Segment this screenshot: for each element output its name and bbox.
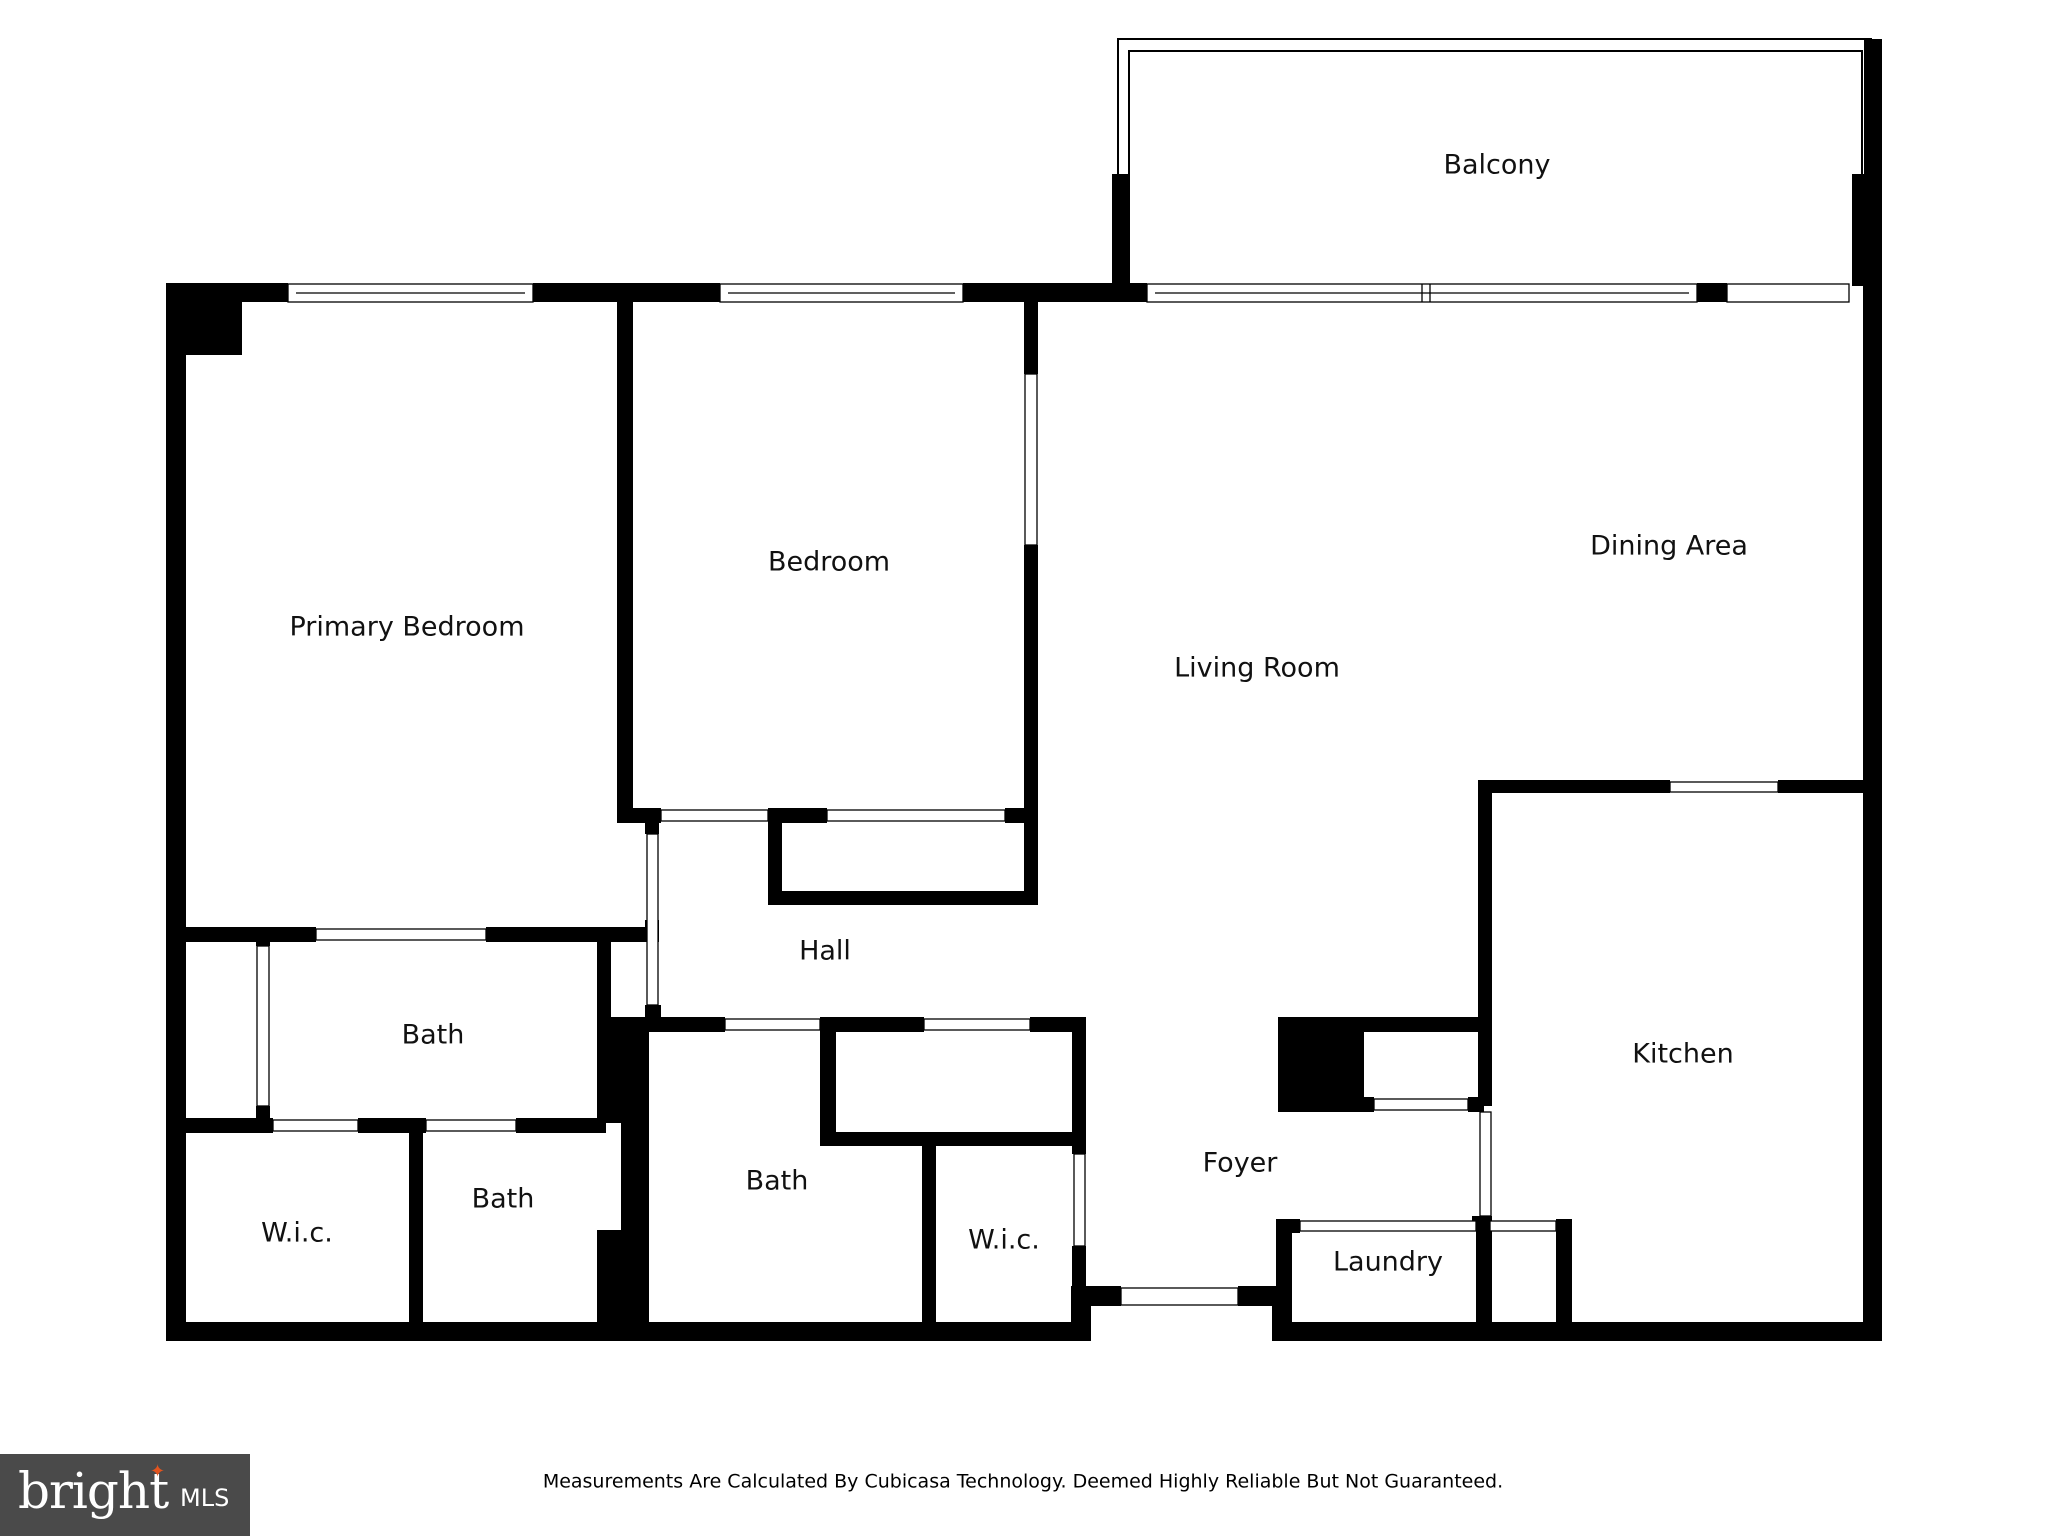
room-label-bath-small: Bath [472,1184,535,1215]
room-label-bath-primary: Bath [402,1020,465,1051]
room-label-foyer: Foyer [1203,1148,1279,1179]
room-label-bedroom: Bedroom [768,547,890,578]
disclaimer-text: Measurements Are Calculated By Cubicasa … [543,1471,1503,1493]
room-label-wic-right: W.i.c. [968,1225,1040,1256]
windows [287,283,1850,1306]
room-label-wic-left: W.i.c. [261,1218,333,1249]
exterior-walls [166,283,1882,1341]
door-openings [256,373,1779,1247]
room-label-living-room: Living Room [1174,653,1340,684]
room-labels: Balcony Bedroom Primary Bedroom Dining A… [261,150,1748,1278]
room-label-primary-bedroom: Primary Bedroom [289,612,524,643]
interior-walls [166,300,1882,1341]
logo-brand-text: bright [18,1462,169,1520]
logo-mls-text: MLS [180,1484,230,1512]
room-label-dining-area: Dining Area [1590,531,1748,562]
bright-mls-logo: bright ✦ MLS [0,1454,250,1536]
room-label-balcony: Balcony [1443,150,1550,181]
room-label-laundry: Laundry [1333,1247,1443,1278]
logo-star-icon: ✦ [150,1461,166,1481]
room-label-bath-hall: Bath [746,1166,809,1197]
balcony-railing [1112,38,1882,299]
room-label-kitchen: Kitchen [1632,1039,1733,1070]
room-label-hall: Hall [799,936,851,967]
